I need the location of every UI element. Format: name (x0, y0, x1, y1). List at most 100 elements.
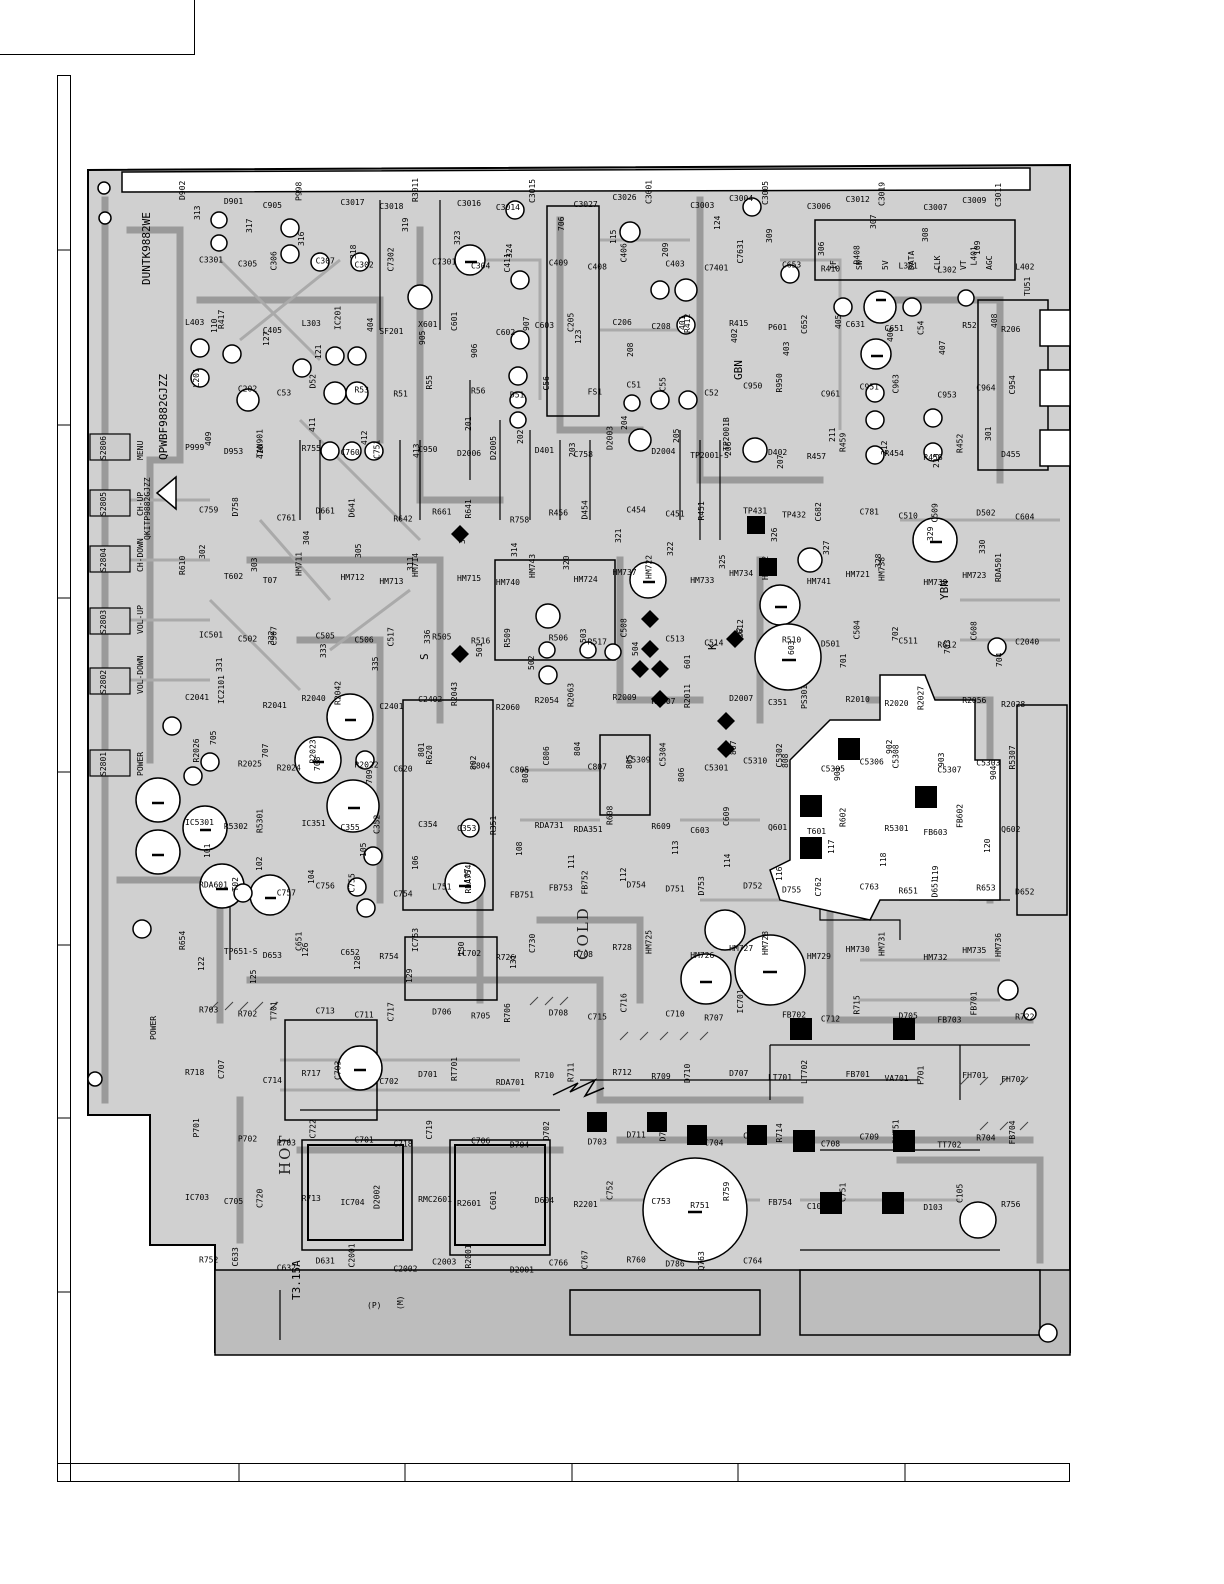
tuner-label: TU51 (1023, 277, 1032, 296)
component-ref-label: D631 (316, 1257, 335, 1266)
component-ref-label: HM738 (878, 557, 887, 581)
component-ref-label: C721 (743, 1132, 762, 1141)
component-ref-label: R2043 (450, 682, 459, 706)
component-ref-label: FB602 (955, 804, 964, 828)
component-ref-label: R751 (690, 1201, 709, 1210)
component-ref-label: C2402 (418, 695, 442, 704)
component-ref-label: C2002 (393, 1265, 417, 1274)
component-ref-label: HM726 (690, 951, 714, 960)
hatch-strips (209, 996, 1029, 1131)
component-ref-label: LT701 (768, 1073, 792, 1082)
net-number-label: 501 (475, 642, 484, 657)
component-ref-label: T602 (224, 572, 243, 581)
component-ref-label: HM715 (457, 574, 481, 583)
component-ref-label: C730 (528, 934, 537, 953)
component-ref-label: D661 (316, 507, 335, 516)
component-ref-label: C102 (807, 1202, 826, 1211)
component-ref-label: C608 (969, 621, 978, 640)
key-switch-pads (89, 433, 131, 777)
component-ref-label: R410 (821, 265, 840, 274)
key-function-label: CH-UP (136, 492, 145, 516)
net-number-label: 409 (204, 431, 213, 446)
net-number-label: 401 (678, 315, 687, 330)
component-ref-label: D2004 (651, 447, 675, 456)
component-ref-label: C205 (567, 313, 576, 332)
component-ref-label: C5306 (860, 758, 884, 767)
net-number-label: 332 (267, 630, 276, 645)
hm-pads (587, 516, 937, 1214)
net-number-label: 309 (765, 228, 774, 243)
net-number-label: 201 (464, 416, 473, 431)
component-ref-label: RMC2601 (418, 1195, 452, 1204)
component-ref-label: C3003 (690, 201, 714, 210)
component-ref-label: R2024 (277, 764, 301, 773)
net-number-label: 330 (978, 539, 987, 554)
component-ref-label: R760 (627, 1256, 646, 1265)
component-ref-label: C511 (899, 637, 918, 646)
component-ref-label: HM730 (846, 945, 870, 954)
component-ref-label: VA701 (885, 1074, 909, 1083)
component-ref-label: FS1 (588, 388, 603, 397)
net-number-label: 119 (931, 865, 940, 880)
key-function-label: VOL-DOWN (136, 655, 145, 694)
component-ref-label: R703 (199, 1006, 218, 1015)
component-ref-label: R2028 (1001, 700, 1025, 709)
component-ref-label: C2001 (347, 1243, 356, 1267)
component-ref-label: C706 (471, 1137, 490, 1146)
net-number-label: 127 (262, 331, 271, 346)
net-number-label: 702 (891, 626, 900, 641)
component-ref-label: R451 (697, 501, 706, 520)
net-number-label: 104 (307, 869, 316, 884)
net-number-label: 705 (209, 730, 218, 745)
net-number-label: 314 (510, 542, 519, 557)
component-ref-label: D786 (665, 1260, 684, 1269)
component-ref-label: D752 (743, 882, 762, 891)
net-number-label: 113 (671, 840, 680, 855)
net-number-label: 907 (522, 316, 531, 331)
component-ref-label: C601 (450, 312, 459, 331)
net-number-label: 504 (631, 641, 640, 656)
net-number-label: 803 (521, 768, 530, 783)
component-ref-label: R2027 (916, 686, 925, 710)
component-ref-label: R602 (839, 808, 848, 827)
component-ref-label: TP651-S (224, 947, 258, 956)
net-number-label: 502 (527, 655, 536, 670)
net-number-label: 808 (781, 753, 790, 768)
component-ref-label: D2002 (372, 1185, 381, 1209)
component-ref-label: R3011 (411, 178, 420, 202)
component-ref-label: R654 (178, 931, 187, 950)
component-ref-label: LT702 (800, 1060, 809, 1084)
component-ref-label: FH701 (962, 1071, 986, 1080)
component-ref-label: D705 (899, 1012, 918, 1021)
net-number-label: 114 (723, 853, 732, 868)
component-ref-label: R417 (217, 310, 226, 329)
component-ref-label: D708 (549, 1009, 568, 1018)
component-ref-label: HM732 (923, 953, 947, 962)
component-ref-label: RT701 (450, 1057, 459, 1081)
component-ref-label: C510 (899, 512, 918, 521)
component-ref-label: C513 (665, 635, 684, 644)
net-number-label: 806 (677, 767, 686, 782)
component-ref-label: R755 (302, 444, 321, 453)
component-ref-label: R950 (775, 373, 784, 392)
component-ref-label: C353 (457, 824, 476, 833)
gbn-label: GBN (732, 360, 745, 380)
net-number-label: 212 (880, 440, 889, 455)
component-ref-label: HM735 (962, 946, 986, 955)
component-ref-label: C406 (620, 243, 629, 262)
component-ref-label: C718 (393, 1140, 412, 1149)
component-ref-label: P702 (238, 1135, 257, 1144)
component-ref-label: HM741 (807, 577, 831, 586)
component-ref-label: Q602 (1001, 825, 1020, 834)
net-number-label: 408 (990, 313, 999, 328)
component-ref-label: C762 (814, 877, 823, 896)
net-number-label: 302 (198, 544, 207, 559)
component-ref-label: R457 (807, 452, 826, 461)
net-number-label: 503 (579, 628, 588, 643)
component-ref-label: C717 (386, 1002, 395, 1021)
component-ref-label: R642 (393, 515, 412, 524)
net-number-label: 319 (401, 217, 410, 232)
net-number-label: 804 (573, 741, 582, 756)
